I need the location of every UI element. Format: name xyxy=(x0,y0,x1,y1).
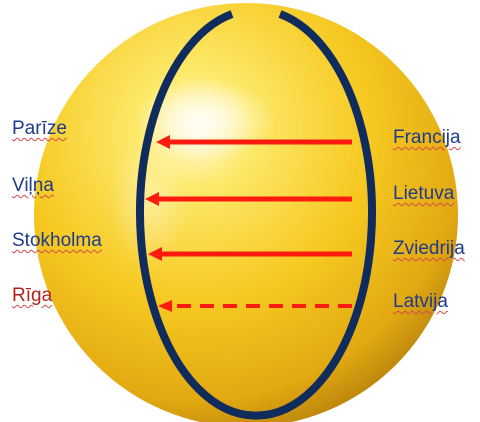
country-label-latvija: Latvija xyxy=(393,291,448,313)
city-label-riga: Rīga xyxy=(12,285,52,307)
country-label-francija: Francija xyxy=(393,127,461,149)
country-label-zviedrija: Zviedrija xyxy=(393,238,465,260)
city-label-stokholma: Stokholma xyxy=(12,230,102,252)
city-label-parize: Parīze xyxy=(12,118,67,140)
sphere xyxy=(34,3,458,422)
city-label-vilna: Viļņa xyxy=(12,175,54,197)
country-label-lietuva: Lietuva xyxy=(393,183,454,205)
